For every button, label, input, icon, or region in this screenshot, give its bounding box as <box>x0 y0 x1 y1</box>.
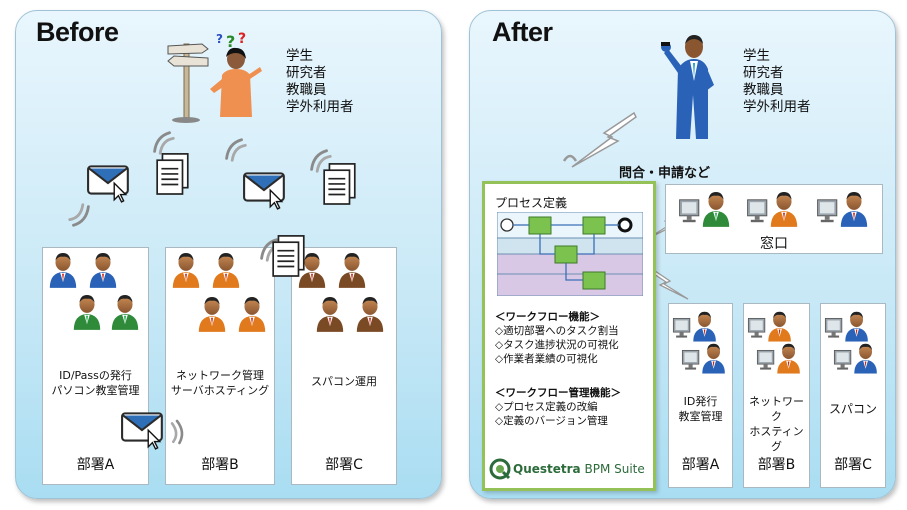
document-icon <box>154 151 192 199</box>
after-dept-a: ID発行 教室管理 部署A <box>668 303 733 488</box>
before-dept-b-name: 部署B <box>201 457 239 473</box>
computer-user-icon <box>679 189 734 233</box>
signal-wave-icon <box>221 136 249 164</box>
lightning-icon <box>571 111 637 168</box>
after-dept-a-name: 部署A <box>681 457 720 473</box>
after-user-list: 学生 研究者 教職員 学外利用者 <box>743 48 811 116</box>
before-dept-b-desc: ネットワーク管理 サーバホスティング <box>170 369 270 397</box>
brand-name: Questetra <box>513 462 581 476</box>
document-icon <box>270 233 308 281</box>
before-dept-c-name: 部署C <box>325 457 363 473</box>
window-desk-box: 窓口 <box>665 184 883 254</box>
window-label: 窓口 <box>760 236 788 252</box>
inquiry-label: 問合・申請など <box>619 166 711 181</box>
computer-user-icon <box>833 340 881 380</box>
svg-text:?: ? <box>226 32 235 51</box>
person-icon <box>336 250 368 288</box>
document-icon <box>321 161 359 209</box>
user-type-researcher: 研究者 <box>286 65 327 81</box>
user-type-researcher: 研究者 <box>743 65 784 81</box>
computer-user-icon <box>681 340 729 380</box>
process-diagram <box>497 212 643 296</box>
computer-user-icon <box>817 189 872 233</box>
after-title: After <box>492 17 553 47</box>
signpost-icon <box>167 43 209 123</box>
person-icon <box>354 294 386 332</box>
management-item: ◇定義のバージョン管理 <box>495 415 608 427</box>
bpm-suite-box: プロセス定義 ＜ワークフロー機能＞ ◇適切部署へのタスク割当 ◇タスク進捗状況の… <box>482 181 656 491</box>
after-dept-a-desc: ID発行 教室管理 <box>678 395 723 423</box>
person-icon <box>170 250 202 288</box>
after-dept-b-desc: ネットワーク ホスティング <box>749 395 804 453</box>
user-type-external: 学外利用者 <box>286 99 354 115</box>
management-heading: ＜ワークフロー管理機能＞ <box>495 387 621 399</box>
before-dept-a-desc: ID/Passの発行 パソコン教室管理 <box>51 369 140 397</box>
brand-suffix: BPM Suite <box>584 462 645 476</box>
envelope-icon <box>242 166 288 210</box>
after-dept-b: ネットワーク ホスティング 部署B <box>743 303 810 488</box>
person-icon <box>109 292 141 330</box>
questetra-logo-icon <box>489 458 511 480</box>
brand-label: Questetra BPM Suite <box>513 462 645 476</box>
user-type-student: 学生 <box>286 48 313 64</box>
before-dept-c-desc: スパコン運用 <box>311 375 377 388</box>
user-type-staff: 教職員 <box>743 82 784 98</box>
user-type-external: 学外利用者 <box>743 99 811 115</box>
envelope-icon <box>120 406 166 450</box>
workflow-item: ◇作業者業績の可視化 <box>495 353 598 365</box>
before-user-list: 学生 研究者 教職員 学外利用者 <box>286 48 354 116</box>
person-icon <box>196 294 228 332</box>
before-dept-a-name: 部署A <box>76 457 115 473</box>
before-dept-c: スパコン運用 部署C <box>291 247 397 485</box>
businessman-phone-icon <box>661 35 714 139</box>
person-icon <box>87 250 119 288</box>
computer-user-icon <box>756 340 804 380</box>
user-type-staff: 教職員 <box>286 82 327 98</box>
lightning-icon <box>650 267 689 300</box>
person-icon <box>47 250 79 288</box>
before-dept-a: ID/Passの発行 パソコン教室管理 部署A <box>42 247 149 485</box>
confused-person-icon: ? ? ? <box>210 31 262 117</box>
workflow-heading: ＜ワークフロー機能＞ <box>495 311 600 323</box>
svg-text:?: ? <box>238 31 246 47</box>
signal-wave-icon <box>562 154 578 162</box>
svg-text:?: ? <box>216 32 223 46</box>
after-dept-b-name: 部署B <box>757 457 796 473</box>
after-dept-c-name: 部署C <box>834 457 872 473</box>
person-icon <box>236 294 268 332</box>
person-icon <box>71 292 103 330</box>
after-dept-c: スパコン 部署C <box>820 303 886 488</box>
computer-user-icon <box>747 189 802 233</box>
user-type-student: 学生 <box>743 48 770 64</box>
workflow-item: ◇タスク進捗状況の可視化 <box>495 339 619 351</box>
person-icon <box>314 294 346 332</box>
process-definition-title: プロセス定義 <box>495 196 568 210</box>
person-icon <box>210 250 242 288</box>
before-panel: Before ? ? ? 学生 研究者 教職員 学外利用者 ID/Passの発行 <box>15 10 442 499</box>
envelope-icon <box>86 159 132 203</box>
signal-wave-icon <box>66 201 94 229</box>
management-item: ◇プロセス定義の改編 <box>495 401 598 413</box>
before-dept-b: ネットワーク管理 サーバホスティング 部署B <box>165 247 275 485</box>
before-title: Before <box>36 17 119 47</box>
workflow-item: ◇適切部署へのタスク割当 <box>495 325 619 337</box>
after-dept-c-desc: スパコン <box>828 402 877 416</box>
